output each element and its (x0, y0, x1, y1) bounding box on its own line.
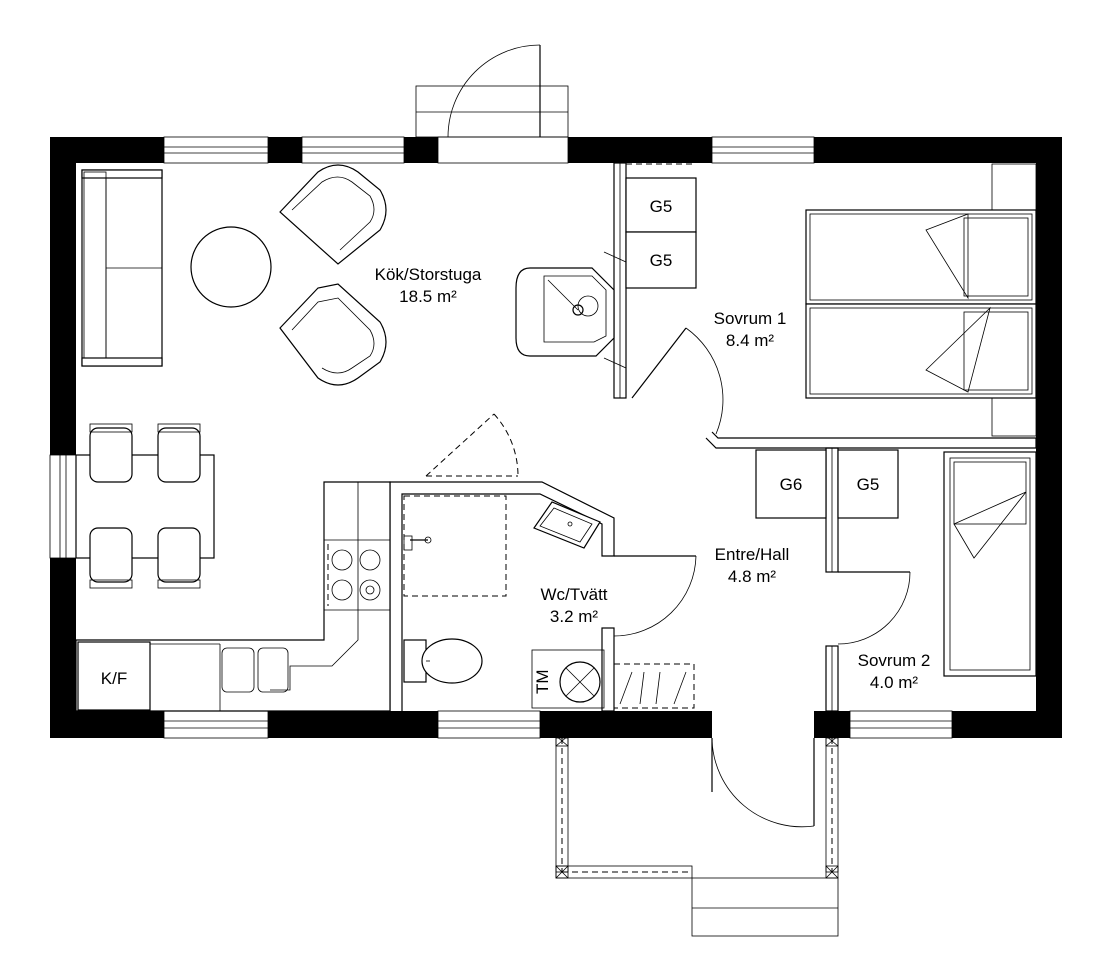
room-kok-name: Kök/Storstuga (375, 265, 482, 284)
windows (49, 136, 953, 739)
room-sovrum1-name: Sovrum 1 (714, 309, 787, 328)
room-labels: Kök/Storstuga 18.5 m² Sovrum 1 8.4 m² En… (375, 265, 931, 692)
room-entre-name: Entre/Hall (715, 545, 790, 564)
armchair-top (279, 164, 387, 265)
beds-sovrum1 (805, 163, 1037, 437)
wardrobe-g5-mid: G5 (650, 251, 673, 270)
fridge: K/F (77, 641, 151, 711)
wardrobe-g6: G6 (780, 475, 803, 494)
armchair-bottom (279, 283, 387, 386)
room-sovrum2-area: 4.0 m² (870, 673, 919, 692)
wardrobes-hall: G6 G5 (755, 449, 899, 519)
coffee-table (190, 226, 272, 308)
front-porch (555, 735, 839, 937)
room-kok-area: 18.5 m² (399, 287, 457, 306)
room-entre-area: 4.8 m² (728, 567, 777, 586)
wardrobe-g5-hall: G5 (857, 475, 880, 494)
dining-set (75, 423, 215, 589)
room-sovrum2-name: Sovrum 2 (858, 651, 931, 670)
washer-label: TM (533, 669, 552, 694)
bed-sovrum2 (943, 451, 1037, 677)
wardrobes-sovrum1: G5 G5 (625, 163, 697, 289)
sofa (81, 169, 163, 367)
bathroom-fixtures: TM (403, 495, 695, 709)
room-wc-name: Wc/Tvätt (540, 585, 607, 604)
room-wc-area: 3.2 m² (550, 607, 599, 626)
top-entrance-door (415, 44, 569, 164)
kitchen-counter (75, 481, 391, 712)
room-sovrum1-area: 8.4 m² (726, 331, 775, 350)
fireplace (515, 251, 627, 369)
fridge-label: K/F (101, 669, 127, 688)
door-swings (425, 327, 911, 645)
exterior-walls (50, 137, 1062, 738)
wardrobe-g5-top: G5 (650, 197, 673, 216)
